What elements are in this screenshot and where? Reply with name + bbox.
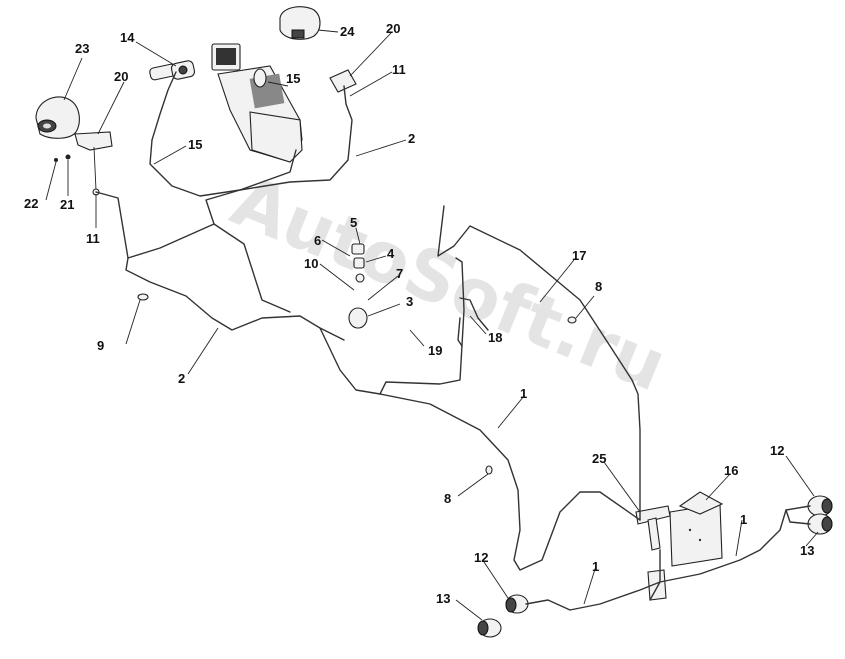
callout-25: 25 bbox=[592, 451, 606, 466]
grommet-9 bbox=[137, 293, 149, 301]
callout-15-harness: 15 bbox=[188, 137, 202, 152]
callout-11-right: 11 bbox=[392, 62, 406, 77]
callout-12-right: 12 bbox=[770, 443, 784, 458]
callout-15-console: 15 bbox=[286, 71, 300, 86]
callout-5: 5 bbox=[350, 215, 357, 230]
callout-13-right: 13 bbox=[800, 543, 814, 558]
callout-12-bottom: 12 bbox=[474, 550, 488, 565]
watermark-text: AutoSoft.ru bbox=[221, 160, 677, 408]
callout-1-bottom: 1 bbox=[592, 559, 599, 574]
callout-19: 19 bbox=[428, 343, 442, 358]
connector-parts-4-7 bbox=[348, 243, 368, 329]
bracket-right-20 bbox=[329, 69, 357, 93]
plate-16 bbox=[669, 491, 724, 567]
callouts: 23 20 22 21 11 14 15 15 24 20 11 2 5 6 4… bbox=[24, 21, 814, 606]
callout-3: 3 bbox=[406, 294, 413, 309]
callout-2-bottom: 2 bbox=[178, 371, 185, 386]
callout-24: 24 bbox=[340, 24, 355, 39]
callout-4: 4 bbox=[387, 246, 395, 261]
callout-8-top: 8 bbox=[595, 279, 602, 294]
callout-23: 23 bbox=[75, 41, 89, 56]
lamp-13-bottom-left bbox=[477, 618, 502, 638]
callout-9: 9 bbox=[97, 338, 104, 353]
callout-20-left: 20 bbox=[114, 69, 128, 84]
callout-2-top: 2 bbox=[408, 131, 415, 146]
callout-17: 17 bbox=[572, 248, 586, 263]
lamp-12-right bbox=[807, 495, 833, 517]
switch-14 bbox=[149, 60, 196, 81]
callout-22: 22 bbox=[24, 196, 38, 211]
callout-6: 6 bbox=[314, 233, 321, 248]
leader-lines bbox=[45, 29, 819, 621]
callout-1-middle: 1 bbox=[520, 386, 527, 401]
callout-13-bottom: 13 bbox=[436, 591, 450, 606]
callout-7: 7 bbox=[396, 266, 403, 281]
watermark: AutoSoft.ru bbox=[221, 160, 677, 408]
callout-1-right: 1 bbox=[740, 512, 747, 527]
callout-8-bottom: 8 bbox=[444, 491, 451, 506]
harness-wires bbox=[95, 71, 811, 611]
lamp-housing-right-24 bbox=[279, 6, 321, 40]
callout-11-left: 11 bbox=[86, 231, 100, 246]
lamp-13-right bbox=[807, 513, 833, 535]
grommet-8 bbox=[485, 316, 577, 475]
callout-21: 21 bbox=[60, 197, 74, 212]
callout-14: 14 bbox=[120, 30, 135, 45]
callout-16: 16 bbox=[724, 463, 738, 478]
bracket-left-20 bbox=[74, 131, 113, 191]
bolts-21-22 bbox=[54, 154, 100, 196]
lamp-12-bottom-left bbox=[505, 594, 529, 614]
control-console-15 bbox=[211, 43, 303, 163]
lamp-housing-left-23 bbox=[35, 96, 80, 139]
callout-18: 18 bbox=[488, 330, 502, 345]
callout-20-right: 20 bbox=[386, 21, 400, 36]
callout-10: 10 bbox=[304, 256, 318, 271]
bracket-25 bbox=[635, 505, 671, 601]
